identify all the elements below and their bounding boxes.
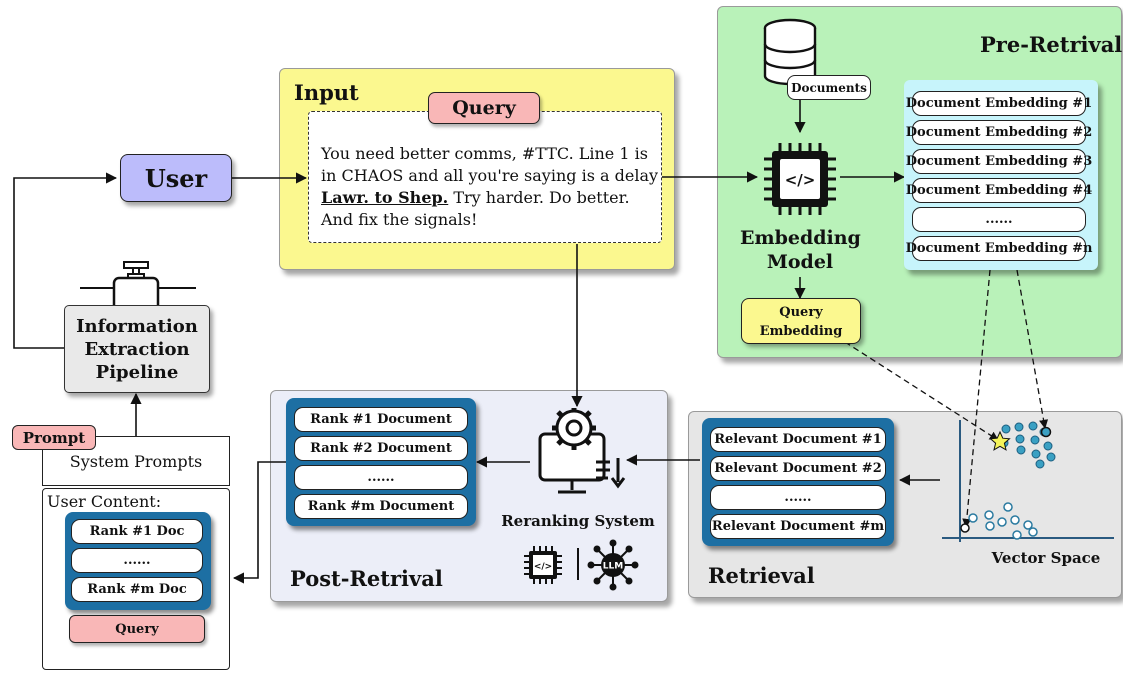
query-tag: Query: [428, 92, 540, 124]
pre-retrieval-title: Pre-Retrival: [980, 32, 1123, 57]
ranked-document-2: Rank #2 Document: [294, 436, 468, 461]
retrieval-title: Retrieval: [708, 563, 815, 588]
user-content-label: User Content:: [47, 492, 162, 511]
query-embedding-box: Query Embedding: [741, 298, 861, 344]
user-content-query-label: Query: [115, 621, 159, 637]
highlighted-point: [960, 523, 970, 533]
pipeline-box: Information Extraction Pipeline: [64, 305, 210, 393]
query-text-line-3-rest: Try harder. Do better.: [448, 188, 630, 207]
document-embedding-2: Document Embedding #2: [906, 120, 1092, 145]
document-embedding-3: Document Embedding #3: [906, 149, 1092, 174]
user-content-doc-1: Rank #1 Doc: [71, 519, 203, 544]
query-star: [989, 430, 1011, 451]
embedding-model-label-line-2: Model: [766, 251, 834, 273]
vector-space-plot: [942, 420, 1114, 542]
query-text-box: You need better comms, #TTC. Line 1 is i…: [308, 111, 662, 243]
document-embedding-4: Document Embedding #4: [906, 178, 1092, 203]
ranked-document-ellipsis: ......: [294, 465, 468, 490]
query-tag-label: Query: [452, 97, 516, 119]
dashed-embedding-to-point-a: [962, 269, 991, 528]
system-prompts-label: System Prompts: [69, 451, 203, 471]
query-underlined-station: Lawr. to Shep.: [321, 188, 449, 207]
ranked-document-m: Rank #m Document: [294, 494, 468, 519]
icon-divider: [577, 548, 579, 580]
vector-space-label: Vector Space: [991, 549, 1101, 567]
query-text-line-3: Lawr. to Shep. Try harder. Do better.: [321, 187, 661, 209]
highlighted-point-2: [1040, 426, 1052, 438]
input-title: Input: [294, 80, 359, 105]
embedding-model-label-line-1: Embedding: [740, 227, 861, 249]
llm-network-icon: LLM: [587, 539, 639, 591]
document-embedding-n: Document Embedding #n: [906, 236, 1092, 261]
user-label: User: [144, 163, 208, 193]
arrow-ranked-to-user-content: [232, 461, 286, 584]
relevant-document-1: Relevant Document #1: [710, 427, 886, 452]
documents-label: Documents: [787, 75, 871, 100]
dashed-embedding-to-point-b: [1016, 269, 1049, 429]
document-embedding-ellipsis: ......: [912, 207, 1086, 232]
query-embedding-line-2: Embedding: [759, 324, 843, 339]
user-content-doc-ellipsis: ......: [71, 548, 203, 573]
pipeline-label-line-3: Pipeline: [95, 362, 179, 383]
query-text-line-2: in CHAOS and all you're saying is a dela…: [321, 166, 659, 185]
pipeline-label-line-1: Information: [76, 316, 198, 337]
user-content-doc-m: Rank #m Doc: [71, 577, 203, 602]
pipeline-label-line-2: Extraction: [84, 339, 190, 360]
embedding-model-label: Embedding Model: [740, 226, 861, 274]
prompt-tag-label: Prompt: [22, 428, 86, 447]
prompt-tag: Prompt: [12, 425, 96, 450]
query-text-line-1: You need better comms, #TTC. Line 1 is: [321, 144, 648, 163]
relevant-document-m: Relevant Document #m: [710, 514, 886, 539]
query-text-line-4: And fix the signals!: [321, 210, 478, 229]
relevant-document-2: Relevant Document #2: [710, 456, 886, 481]
query-embedding-line-1: Query: [779, 305, 823, 320]
svg-text:</>: </>: [534, 562, 552, 572]
lower-cluster: [968, 502, 1038, 540]
svg-text:</>: </>: [785, 171, 816, 189]
post-retrieval-title: Post-Retrival: [290, 566, 443, 591]
reranking-label: Reranking System: [501, 512, 655, 530]
relevant-document-ellipsis: ......: [710, 485, 886, 510]
document-embedding-1: Document Embedding #1: [906, 91, 1092, 116]
user-box[interactable]: User: [120, 154, 232, 202]
arrow-pipeline-to-user: [13, 172, 118, 349]
user-content-query: Query: [69, 615, 205, 643]
small-chip-icon: </>: [524, 546, 562, 584]
database-icon: [763, 18, 817, 86]
svg-text:LLM: LLM: [603, 562, 623, 572]
reranking-monitor-gear-icon: [538, 408, 626, 494]
embedding-chip-icon: </>: [764, 143, 836, 215]
ranked-document-1: Rank #1 Document: [294, 407, 468, 432]
dashed-query-to-star: [844, 341, 999, 441]
